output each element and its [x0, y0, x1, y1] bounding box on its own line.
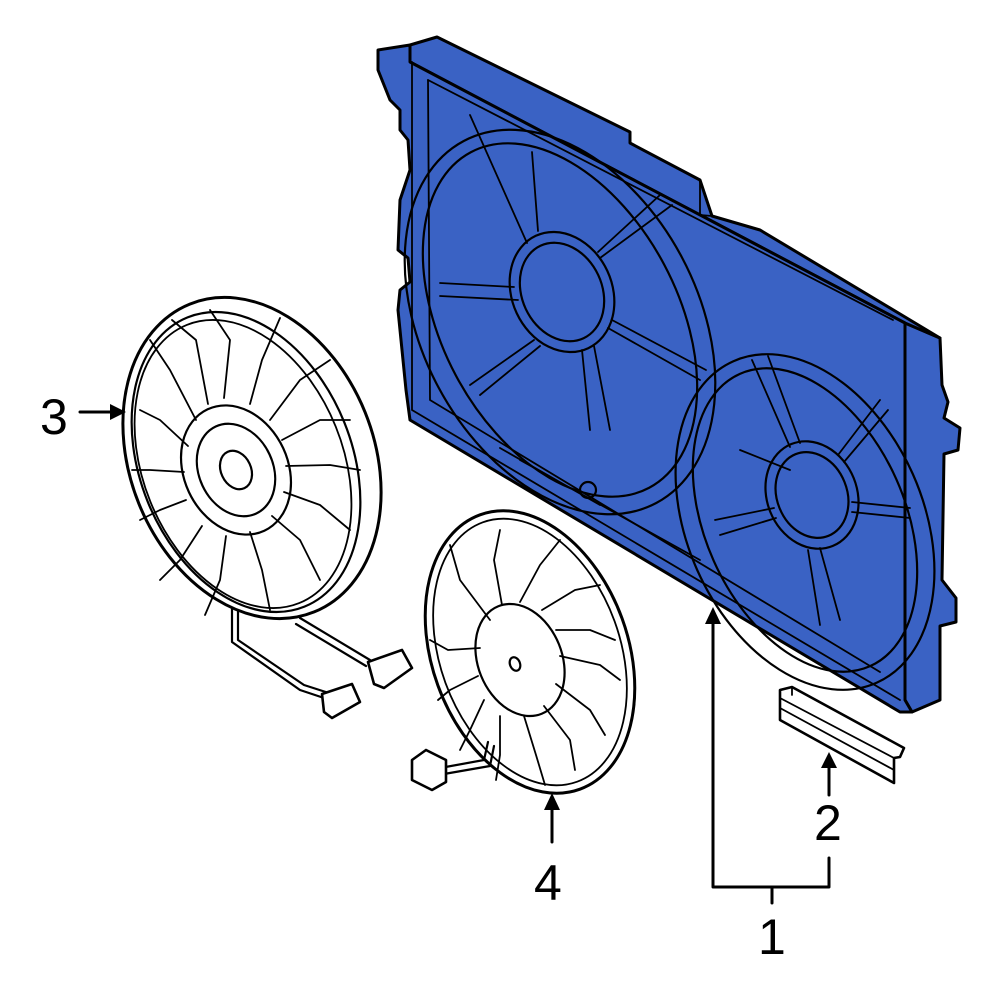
callout-3-label: 3 — [40, 389, 68, 445]
fan-shroud[interactable] — [342, 35, 984, 731]
callout-4-label: 4 — [534, 855, 562, 911]
fan-assembly-small[interactable] — [388, 481, 672, 822]
callout-leaders — [78, 404, 837, 905]
bracket-strip[interactable] — [778, 685, 906, 785]
callout-1-label: 1 — [758, 909, 786, 965]
fan-assembly-large[interactable] — [77, 258, 428, 720]
callout-2-label: 2 — [814, 795, 842, 851]
